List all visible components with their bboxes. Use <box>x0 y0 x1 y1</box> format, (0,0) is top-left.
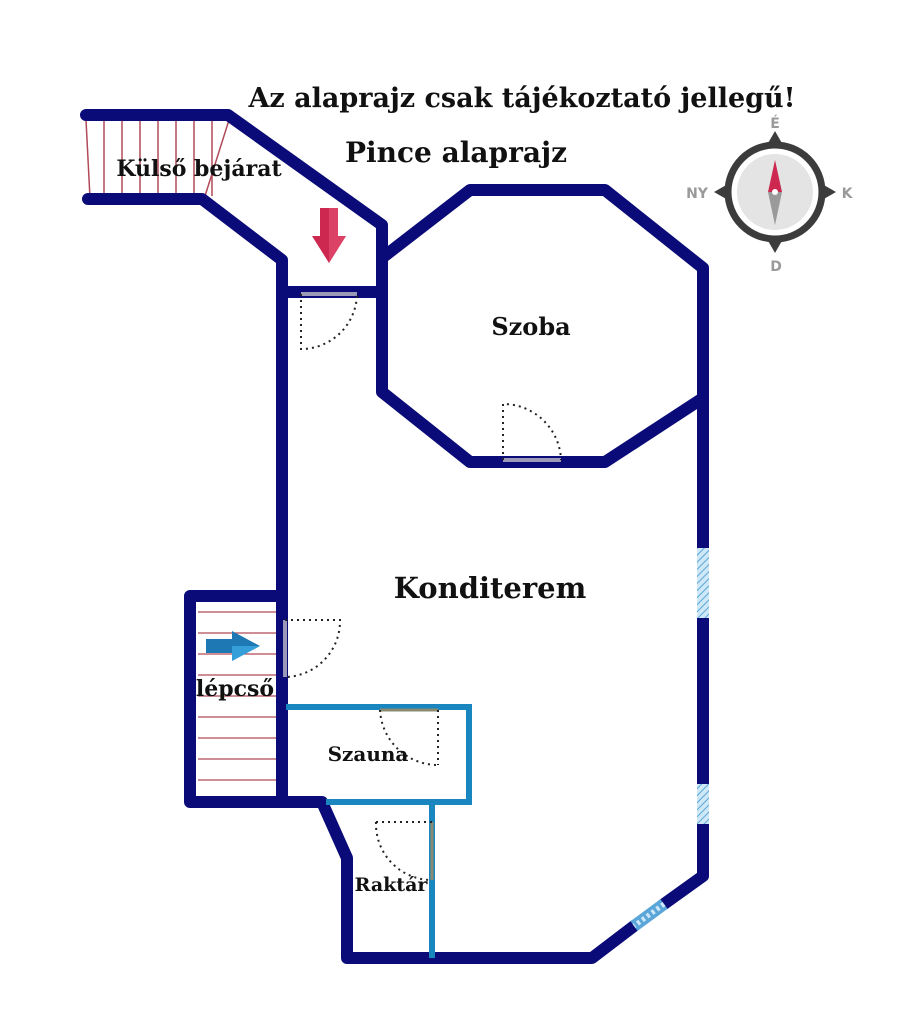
stairs-arrow-icon <box>206 631 260 661</box>
room-label-szauna: Szauna <box>328 742 409 766</box>
room-label-raktar: Raktár <box>355 874 429 896</box>
door-entrance <box>300 292 358 351</box>
compass-east: K <box>842 186 854 202</box>
door-storage <box>374 821 434 881</box>
window-east-upper <box>697 548 709 618</box>
window-east-lower <box>697 784 709 824</box>
room-label-stairs: lépcső <box>196 676 274 702</box>
entry-arrow-icon <box>312 208 346 263</box>
compass-west: NY <box>686 186 709 202</box>
room-label-szoba: Szoba <box>491 312 570 341</box>
disclaimer-text: Az alaprajz csak tájékoztató jellegű! <box>247 83 795 114</box>
interior-stairs <box>198 611 276 781</box>
outer-walls <box>80 109 709 964</box>
door-sauna <box>379 708 439 767</box>
door-stairs <box>283 619 342 678</box>
compass-north: É <box>770 115 780 132</box>
plan-title: Pince alaprajz <box>345 136 567 169</box>
room-label-entrance: Külső bejárat <box>116 156 282 182</box>
room-label-konditerem: Konditerem <box>394 571 587 605</box>
door-szoba <box>502 402 562 462</box>
entrance-stairs <box>85 119 230 199</box>
compass-icon: É D NY K <box>686 115 854 275</box>
compass-south: D <box>770 259 782 275</box>
